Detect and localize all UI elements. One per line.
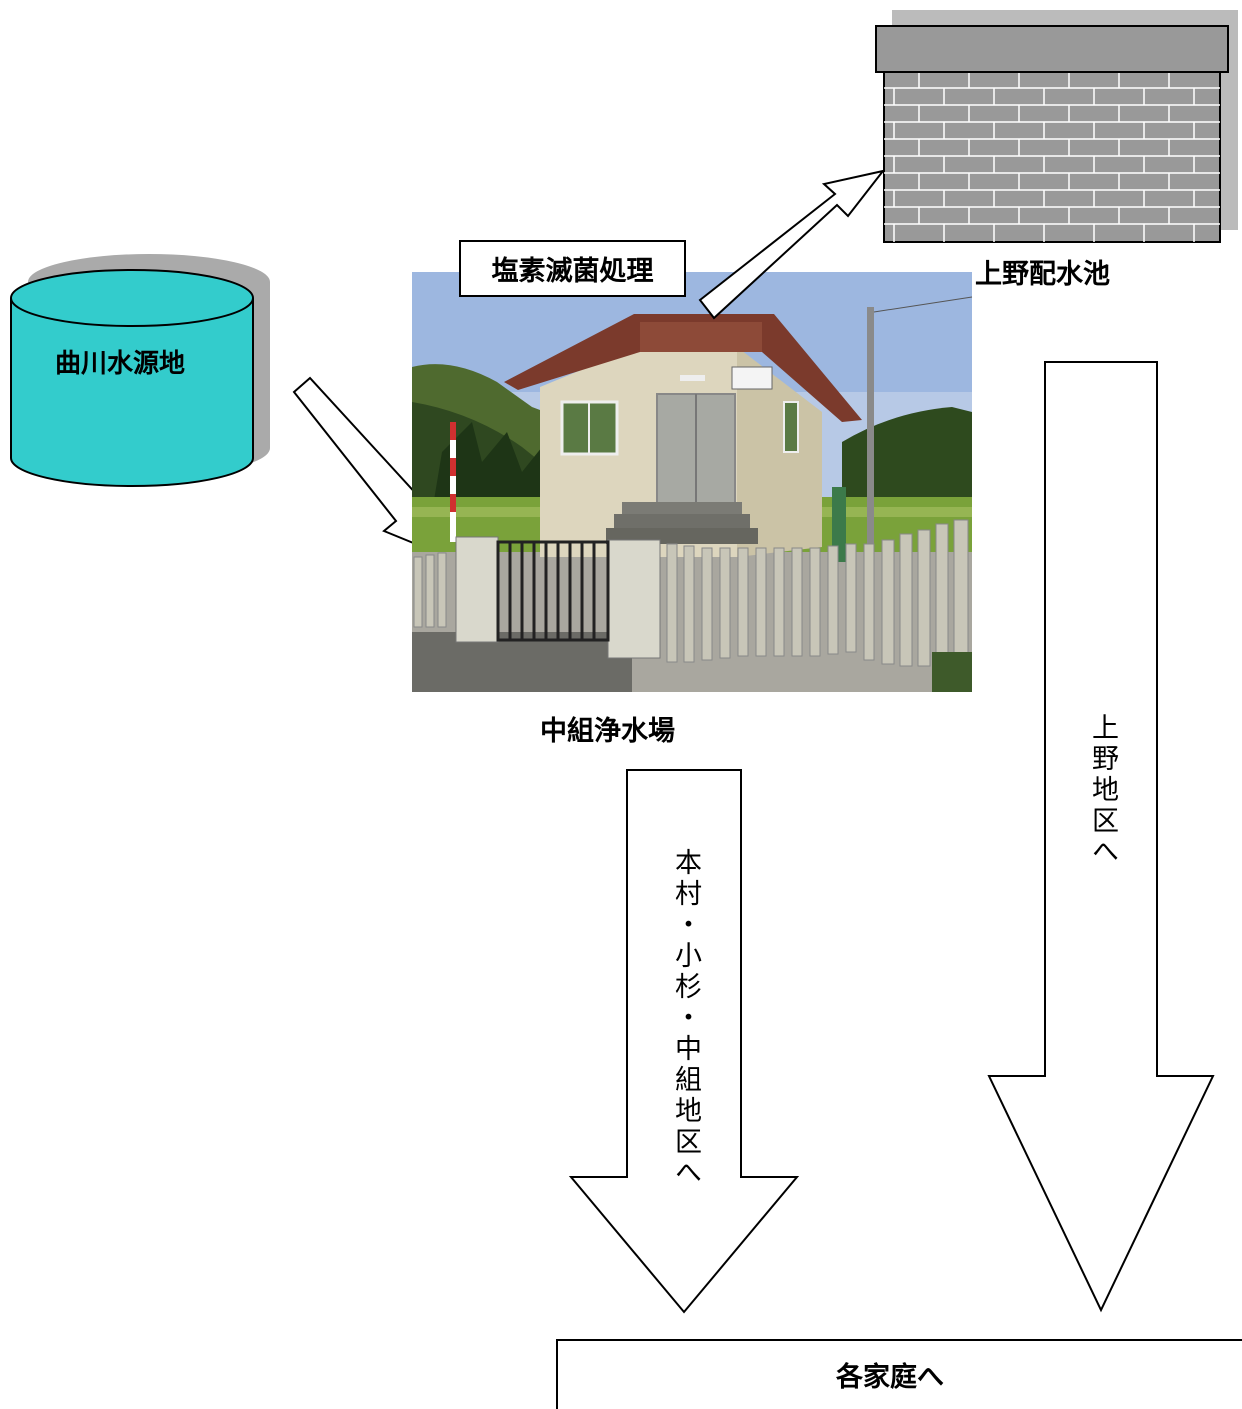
treatment-plant-photo bbox=[412, 272, 973, 692]
tank-body bbox=[10, 298, 254, 487]
water-source-tank bbox=[10, 254, 270, 487]
tank-top bbox=[10, 269, 254, 327]
chlorination-box: 塩素滅菌処理 bbox=[459, 240, 686, 297]
water-source-label: 曲川水源地 bbox=[55, 349, 186, 379]
destination-box: 各家庭へ bbox=[556, 1339, 1242, 1409]
arrow-honmura-label: 本村・小杉・中組地区へ bbox=[670, 848, 701, 1189]
plant-label: 中組浄水場 bbox=[540, 716, 675, 747]
chlorination-label: 塩素滅菌処理 bbox=[491, 256, 654, 287]
destination-label: 各家庭へ bbox=[836, 1362, 944, 1393]
arrow-uwano-label: 上野地区へ bbox=[1087, 713, 1118, 868]
distribution-reservoir bbox=[875, 10, 1238, 243]
reservoir-label: 上野配水池 bbox=[975, 259, 1110, 290]
